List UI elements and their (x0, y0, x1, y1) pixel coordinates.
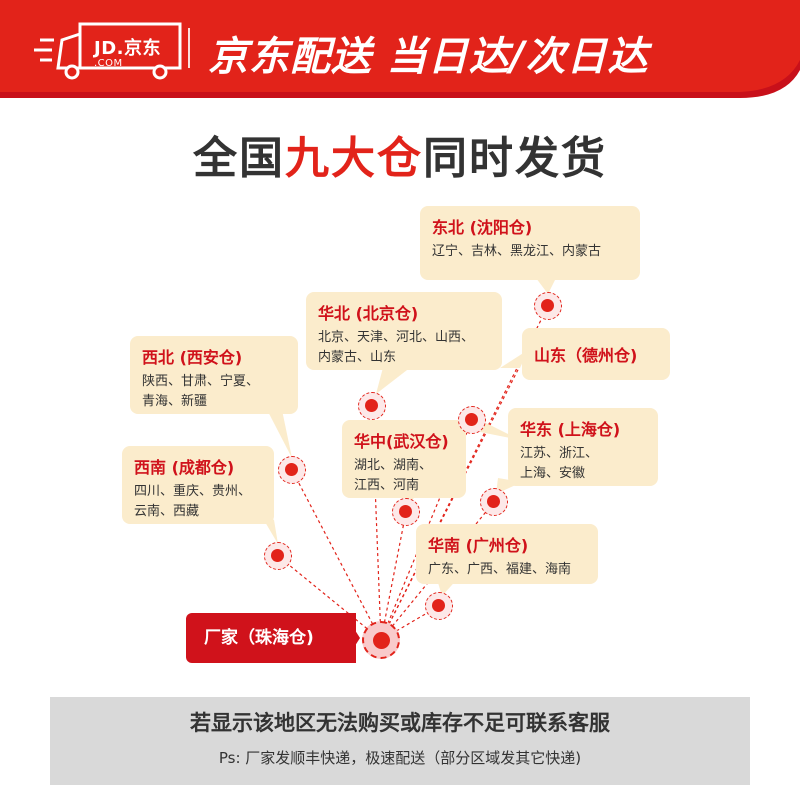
region-card-northwest: 西北 (西安仓) 陕西、甘肃、宁夏、 青海、新疆 (130, 336, 298, 414)
jd-logo: JD.京东 .COM (94, 38, 161, 69)
region-provinces: 陕西、甘肃、宁夏、 (142, 374, 260, 389)
region-title: 西北 (西安仓) (142, 348, 243, 367)
region-title: 华中(武汉仓) (354, 432, 449, 451)
region-card-shandong: 山东（德州仓) (522, 328, 670, 380)
region-provinces: 青海、新疆 (142, 394, 208, 409)
region-provinces: 辽宁、吉林、黑龙江、内蒙古 (432, 244, 602, 259)
region-card-south: 华南 (广州仓) 广东、广西、福建、海南 (416, 524, 598, 584)
truck-icon (34, 22, 182, 80)
region-provinces: 云南、西藏 (134, 504, 200, 519)
region-card-northeast: 东北 (沈阳仓) 辽宁、吉林、黑龙江、内蒙古 (420, 206, 640, 280)
warehouse-dot-northwest (278, 456, 306, 484)
region-title: 华南 (广州仓) (428, 536, 529, 555)
banner-background (0, 0, 800, 98)
region-provinces: 江西、河南 (354, 478, 420, 493)
banner-title: 京东配送 当日达/次日达 (208, 34, 649, 80)
region-provinces: 湖北、湖南、 (354, 458, 433, 473)
region-title: 西南 (成都仓) (134, 458, 235, 477)
region-provinces: 上海、安徽 (520, 466, 586, 481)
service-note: 若显示该地区无法购买或库存不足可联系客服 Ps: 厂家发顺丰快递，极速配送（部分… (50, 697, 750, 785)
region-title: 东北 (沈阳仓) (432, 218, 533, 237)
warehouse-dot-east (480, 488, 508, 516)
service-note-sub: Ps: 厂家发顺丰快递，极速配送（部分区域发其它快递) (218, 749, 582, 767)
origin-label: 厂家（珠海仓) (186, 613, 356, 663)
region-card-southwest: 西南 (成都仓) 四川、重庆、贵州、 云南、西藏 (122, 446, 274, 524)
region-card-east: 华东 (上海仓) 江苏、浙江、 上海、安徽 (508, 408, 658, 486)
warehouse-dot-central (392, 498, 420, 526)
region-title: 华北 (北京仓) (318, 304, 419, 323)
region-title: 山东（德州仓) (534, 346, 638, 365)
origin-arrow (344, 613, 360, 663)
warehouse-dot-southwest (264, 542, 292, 570)
region-card-north: 华北 (北京仓) 北京、天津、河北、山西、 内蒙古、山东 (306, 292, 502, 370)
region-provinces: 广东、广西、福建、海南 (428, 562, 572, 577)
warehouse-dot-origin (362, 621, 400, 659)
warehouse-dot-south (425, 592, 453, 620)
warehouse-dot-north (358, 392, 386, 420)
region-provinces: 江苏、浙江、 (520, 446, 599, 461)
warehouse-dot-shandong (458, 406, 486, 434)
region-provinces: 北京、天津、河北、山西、 (318, 330, 475, 345)
region-card-central: 华中(武汉仓) 湖北、湖南、 江西、河南 (342, 420, 466, 498)
banner-divider (188, 28, 190, 68)
header-banner: JD.京东 .COM 京东配送 当日达/次日达 (0, 0, 800, 98)
region-title: 华东 (上海仓) (520, 420, 621, 439)
service-note-main: 若显示该地区无法购买或库存不足可联系客服 (190, 711, 610, 735)
page-title: 全国九大仓同时发货 (193, 133, 607, 184)
region-provinces: 内蒙古、山东 (318, 350, 397, 365)
warehouse-dot-northeast (534, 292, 562, 320)
region-provinces: 四川、重庆、贵州、 (134, 484, 252, 499)
